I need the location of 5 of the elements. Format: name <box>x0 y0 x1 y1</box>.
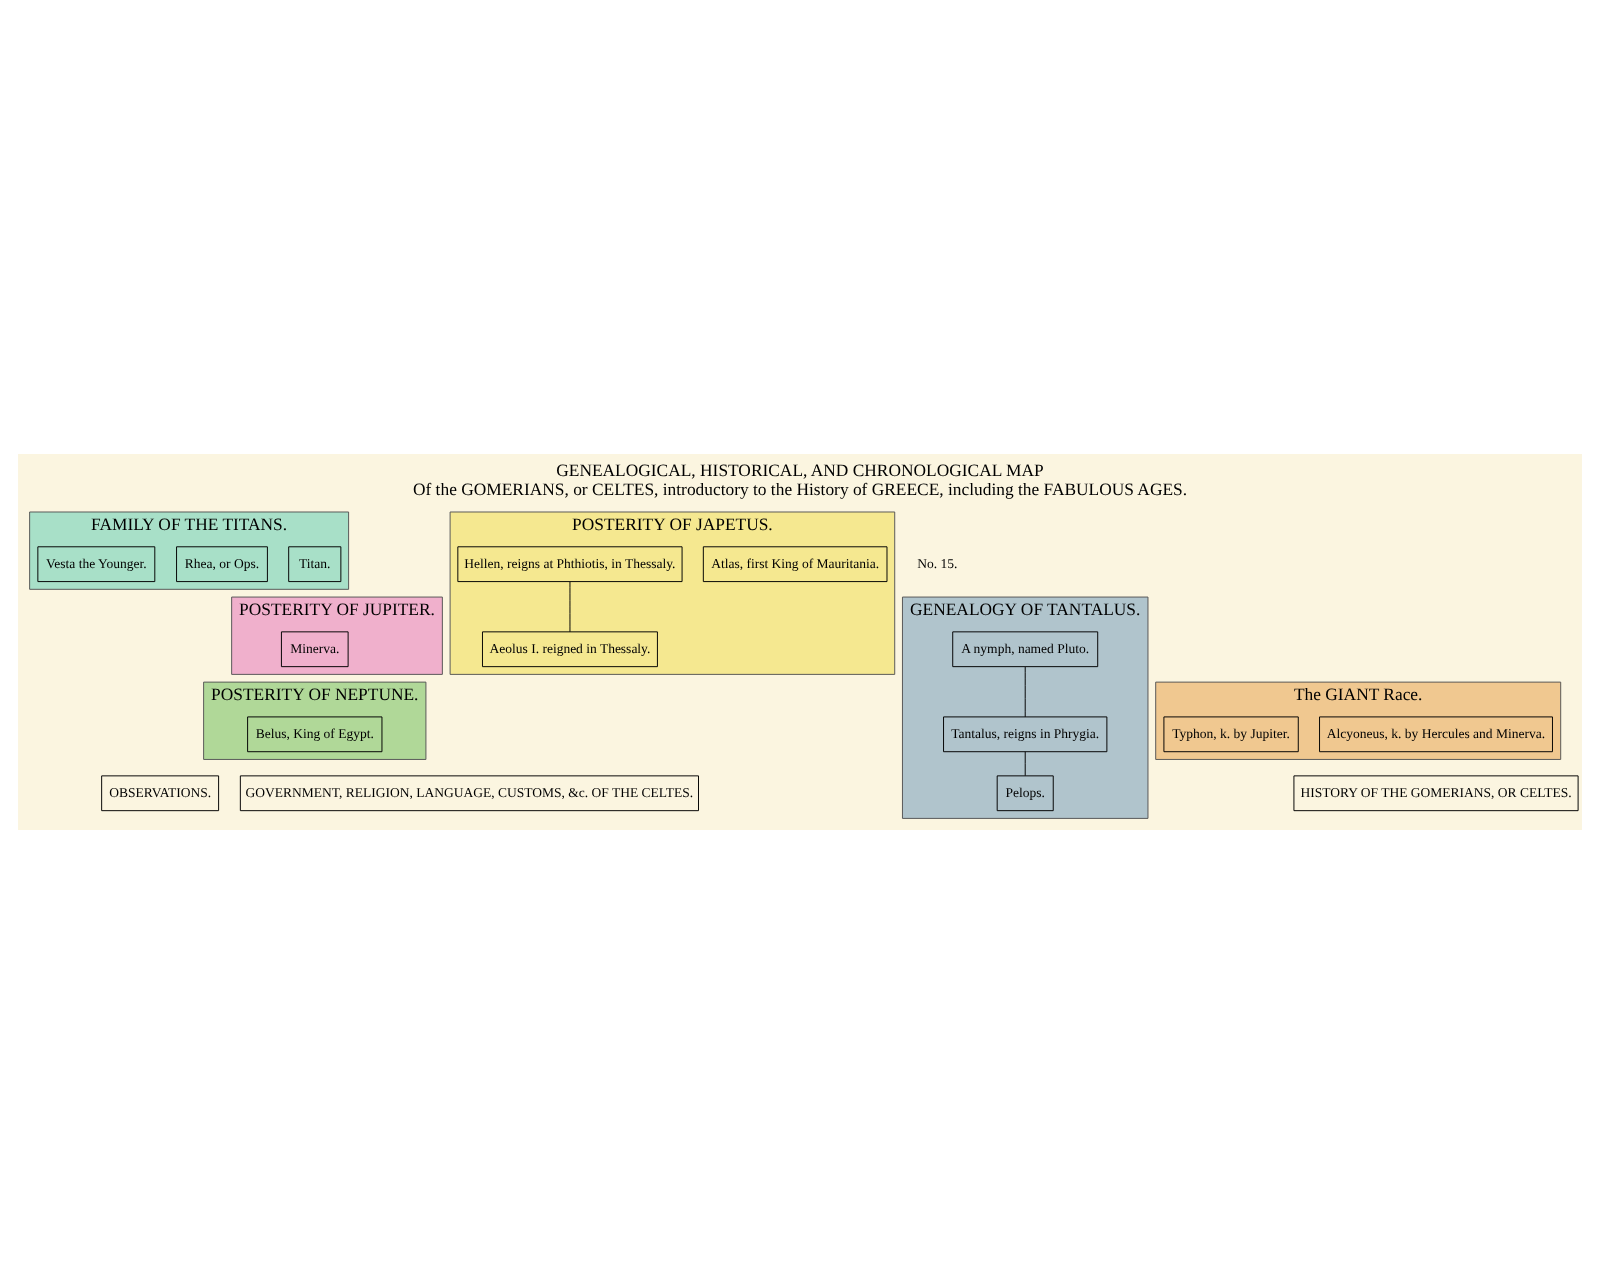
connector <box>1024 666 1026 718</box>
caption: Of the GOMERIANS, or CELTES, introductory to the History of GREECE, including the FABULOUS AGES. <box>412 478 1188 499</box>
connector <box>569 581 571 633</box>
connector <box>1024 751 1026 777</box>
diagram-title: GENEALOGICAL, HISTORICAL, AND CHRONOLOGICAL MAP <box>556 459 1044 480</box>
